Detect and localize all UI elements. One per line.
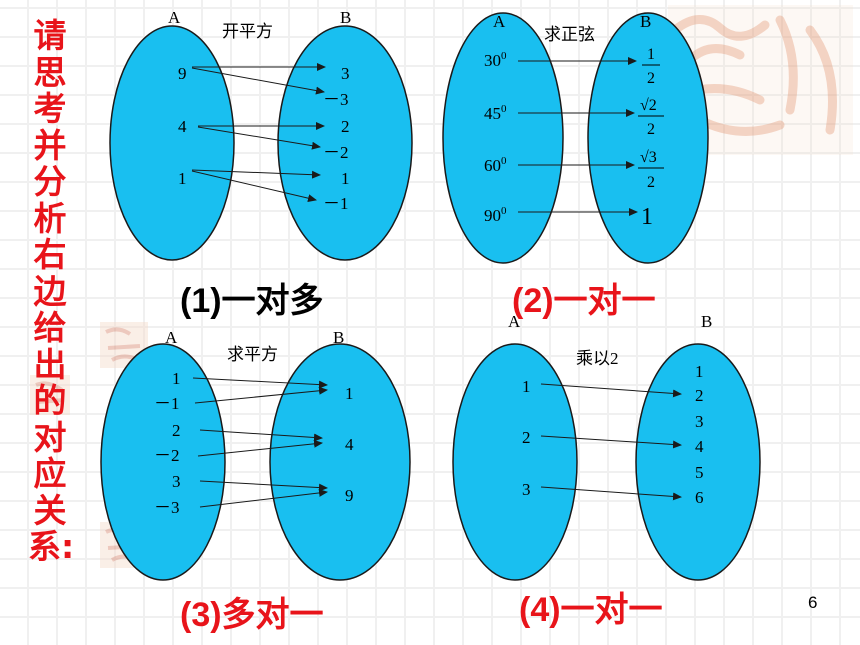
a-item: 900 xyxy=(484,205,507,225)
fraction: √2 2 xyxy=(638,97,664,138)
set-a-label: A xyxy=(508,312,521,331)
a-item: 1 xyxy=(172,369,181,388)
set-a-label: A xyxy=(168,8,181,27)
set-b-label: B xyxy=(701,312,712,331)
a-item: 1 xyxy=(522,377,531,396)
diagram-4: A B 乘以2 1 2 3 1 2 3 4 5 6 xyxy=(452,312,761,581)
set-b-label: B xyxy=(640,12,651,31)
b-item: 6 xyxy=(695,488,704,507)
mapping-arrow xyxy=(199,488,328,508)
set-a-ellipse xyxy=(442,12,564,264)
mapping-arrow xyxy=(191,170,317,203)
b-item: 4 xyxy=(695,437,704,456)
seal-watermark-small-2 xyxy=(30,375,70,415)
mapping-arrow xyxy=(199,480,328,492)
b-item: 1 xyxy=(641,204,653,230)
b-item: －2 xyxy=(323,143,349,162)
a-item: 300 xyxy=(484,50,507,70)
fraction-denominator: 2 xyxy=(647,174,655,191)
b-item: －3 xyxy=(323,90,349,109)
a-item: 3 xyxy=(172,472,181,491)
set-a-ellipse xyxy=(100,343,226,581)
set-a-ellipse xyxy=(109,25,235,261)
a-item: 3 xyxy=(522,480,531,499)
a-item: 1 xyxy=(178,169,187,188)
set-b-ellipse xyxy=(587,12,709,264)
a-item: －3 xyxy=(154,498,180,517)
fraction: √3 2 xyxy=(638,149,664,191)
a-item: 600 xyxy=(484,155,507,175)
mapping-arrow xyxy=(197,439,323,457)
set-b-label: B xyxy=(333,328,344,347)
a-item: 4 xyxy=(178,117,187,136)
b-item: －1 xyxy=(323,194,349,213)
fraction-denominator: 2 xyxy=(647,70,655,87)
b-item: 1 xyxy=(345,384,354,403)
mapping-rule: 求正弦 xyxy=(544,25,595,44)
fraction: 1 2 xyxy=(642,46,660,87)
mapping-rule: 开平方 xyxy=(222,22,273,41)
diagram-1: A B 开平方 9 4 1 3 －3 2 －2 1 －1 xyxy=(109,8,413,261)
a-item: －2 xyxy=(154,446,180,465)
set-a-ellipse xyxy=(452,343,578,581)
mapping-arrow xyxy=(191,169,321,179)
mapping-arrow xyxy=(540,383,682,398)
mapping-arrow xyxy=(192,377,328,389)
fraction-numerator: √3 xyxy=(640,149,657,166)
page-number: 6 xyxy=(808,593,818,612)
b-item: 2 xyxy=(341,117,350,136)
b-item: 3 xyxy=(695,412,704,431)
set-b-ellipse xyxy=(269,343,411,581)
mapping-rule: 求平方 xyxy=(227,345,278,364)
diagram-2: A B 求正弦 300 450 600 900 1 2 √2 2 √3 2 xyxy=(442,12,709,264)
set-b-ellipse xyxy=(635,343,761,581)
fraction-denominator: 2 xyxy=(647,121,655,138)
set-a-label: A xyxy=(165,328,178,347)
mapping-arrow xyxy=(199,429,323,442)
b-item: 9 xyxy=(345,486,354,505)
b-item: 1 xyxy=(341,169,350,188)
a-item: 2 xyxy=(522,428,531,447)
a-item: 2 xyxy=(172,421,181,440)
caption-diagram-4: (4)一对一 xyxy=(519,591,663,629)
mapping-arrow xyxy=(197,126,321,150)
mapping-arrow xyxy=(194,386,328,404)
b-item: 3 xyxy=(341,64,350,83)
b-item: 2 xyxy=(695,386,704,405)
caption-diagram-2: (2)一对一 xyxy=(512,282,656,320)
caption-diagram-3: (3)多对一 xyxy=(180,596,324,634)
a-item: －1 xyxy=(154,394,180,413)
fraction-numerator: √2 xyxy=(640,97,657,114)
caption-diagram-1: (1)一对多 xyxy=(180,282,324,320)
mapping-arrow xyxy=(540,486,682,501)
fraction-numerator: 1 xyxy=(647,46,655,63)
set-b-label: B xyxy=(340,8,351,27)
mapping-arrow xyxy=(191,67,325,95)
mapping-rule: 乘以2 xyxy=(576,349,619,368)
set-a-label: A xyxy=(493,12,506,31)
side-title: 请思考并分析右边给出的对应关系: xyxy=(28,16,75,566)
mapping-arrow xyxy=(540,435,682,449)
b-item: 1 xyxy=(695,362,704,381)
diagram-3: A B 求平方 1 －1 2 －2 3 －3 1 4 9 xyxy=(100,328,411,581)
b-item: 5 xyxy=(695,463,704,482)
a-item: 9 xyxy=(178,64,187,83)
a-item: 450 xyxy=(484,103,507,123)
b-item: 4 xyxy=(345,435,354,454)
